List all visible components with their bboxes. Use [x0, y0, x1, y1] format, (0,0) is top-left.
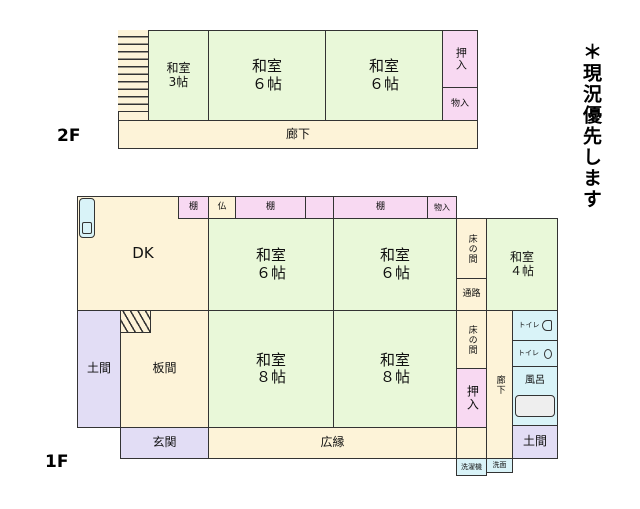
shelf-tana-3: 棚 [333, 196, 428, 219]
room-doma-west: 土間 [77, 310, 121, 428]
room-doma-east: 土間 [512, 425, 558, 459]
altar-butsudan: 仏 [208, 196, 236, 219]
bathroom-furo: 風呂 [512, 366, 558, 426]
shelf-tana-1: 棚 [178, 196, 209, 219]
shelf-tana-2: 棚 [235, 196, 306, 219]
floor-label-1f: 1F [45, 452, 69, 472]
washing-machine-space: 洗濯機 [456, 458, 487, 476]
toilet-1-label: トイレ [518, 321, 540, 330]
storage-monoire-1f: 物入 [427, 196, 457, 219]
room-washitsu-4: 和室 ４帖 [486, 218, 558, 311]
room-washitsu-3: 和室 3帖 [148, 30, 209, 121]
toilet-2: トイレ [512, 340, 558, 367]
floor-label-2f: 2F [57, 126, 81, 146]
refrigerator-icon [79, 198, 95, 238]
stairs-icon [118, 30, 149, 112]
entrance-genkan: 玄関 [120, 427, 209, 459]
storage-monoire-2f: 物入 [442, 87, 478, 121]
alcove-tokonoma-2: 床の間 [456, 310, 487, 369]
veranda-hiroen: 広縁 [208, 427, 457, 459]
closet-oshiire-1f: 押入 [456, 368, 487, 428]
bathroom-label: 風呂 [525, 375, 545, 386]
room-washitsu-8b: 和室 ８帖 [333, 310, 457, 428]
bathtub-icon [515, 394, 555, 417]
toilet-1: トイレ [512, 310, 558, 341]
room-washitsu-8a: 和室 ８帖 [208, 310, 334, 428]
toilet-icon [541, 320, 552, 331]
shelf-blank [305, 196, 334, 219]
urinal-icon [544, 348, 552, 359]
room-washitsu-6a: 和室 ６帖 [208, 218, 334, 311]
alcove-tokonoma-1: 床の間 [456, 218, 487, 279]
dk-label: DK [132, 243, 154, 262]
toilet-2-label: トイレ [518, 349, 539, 358]
passage-tsuuro: 通路 [456, 278, 487, 311]
stairs-icon-1f [120, 310, 151, 333]
note-current-condition: ＊現況優先します [580, 42, 602, 210]
room-washitsu-6a-2f: 和室 ６帖 [208, 30, 326, 121]
washroom-senmen: 洗面 [486, 458, 513, 473]
floor-space [456, 427, 487, 459]
hallway-rouka-2f: 廊下 [118, 120, 478, 149]
hallway-rouka-1f: 廊下 [486, 310, 513, 459]
room-washitsu-6b-2f: 和室 ６帖 [325, 30, 443, 121]
room-washitsu-6b: 和室 ６帖 [333, 218, 457, 311]
closet-oshiire-2f: 押入 [442, 30, 478, 88]
